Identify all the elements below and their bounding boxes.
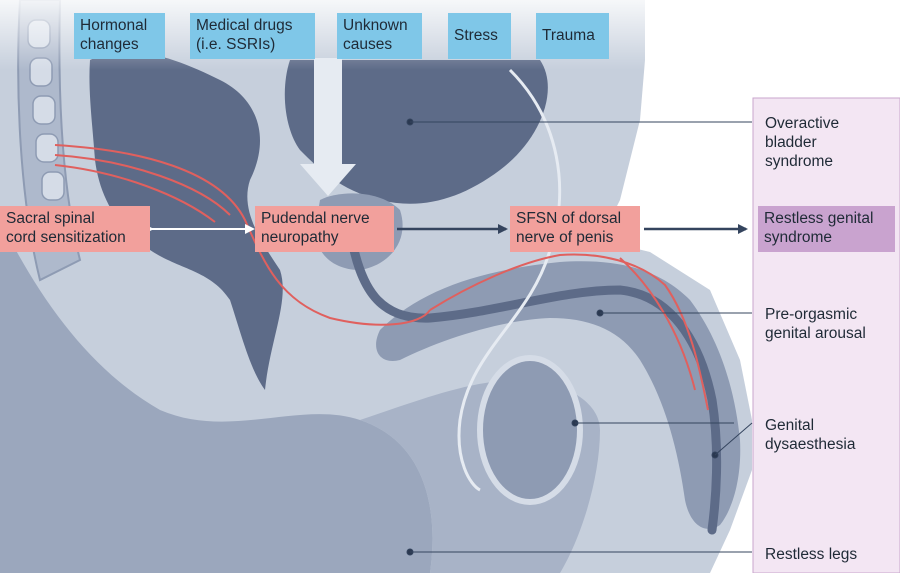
cause-unknown: Unknown causes (337, 13, 422, 59)
symptom-pre-orgasmic-arousal: Pre-orgasmic genital arousal (765, 306, 866, 342)
symptom-overactive-bladder: Overactive bladder syndrome (765, 115, 840, 170)
vas-deferens (457, 68, 562, 492)
symptom-panel (752, 97, 900, 573)
cause-medical-drugs: Medical drugs (i.e. SSRIs) (190, 13, 315, 59)
cause-arrow (300, 58, 356, 196)
testicle (477, 355, 583, 505)
mechanism-sfsn: SFSN of dorsal nerve of penis (510, 206, 640, 252)
leader-lines (406, 118, 753, 556)
nerves (54, 144, 709, 411)
cause-stress: Stress (448, 13, 511, 59)
mechanism-pudendal-neuropathy: Pudendal nerve neuropathy (255, 206, 394, 252)
symptom-genital-dysaesthesia: Genital dysaesthesia (765, 417, 856, 453)
symptom-restless-genital-syndrome: Restless genital syndrome (758, 206, 895, 252)
urethra (345, 225, 722, 535)
mechanism-sacral-sensitization: Sacral spinal cord sensitization (0, 206, 150, 252)
leg-region (0, 220, 433, 573)
pelvic-cavity (89, 51, 283, 390)
cause-hormonal: Hormonal changes (74, 13, 165, 59)
cause-trauma: Trauma (536, 13, 609, 59)
penis-shaft (376, 261, 741, 529)
symptom-restless-legs: Restless legs (765, 546, 858, 563)
